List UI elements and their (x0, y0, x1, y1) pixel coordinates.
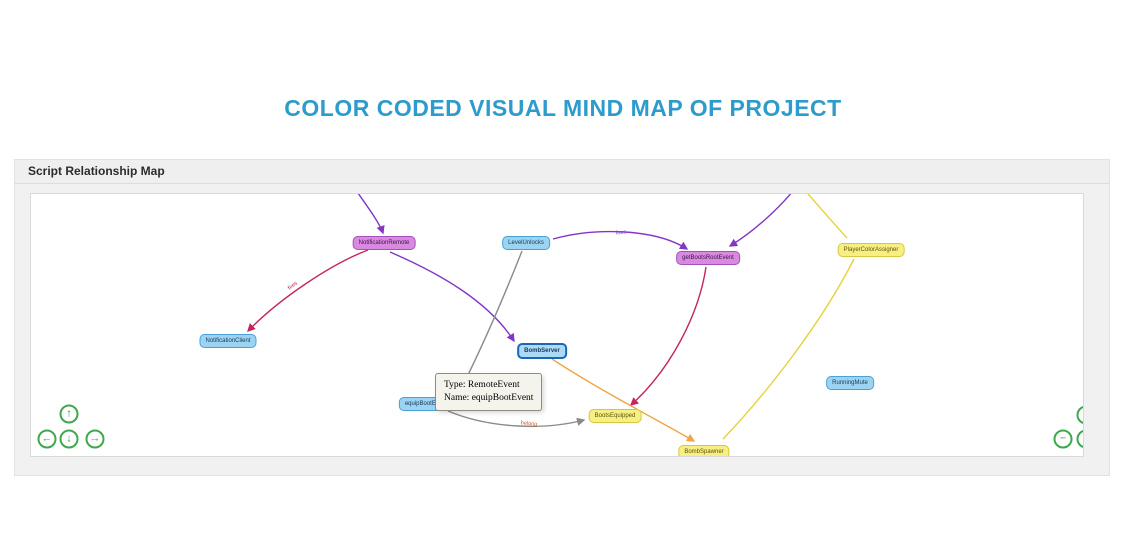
node-notificationremote[interactable]: NotificationRemote (352, 236, 416, 250)
tooltip-type-line: Type: RemoteEvent (444, 380, 520, 390)
script-relationship-panel: Script Relationship Map (14, 159, 1110, 476)
node-bombserver[interactable]: BombServer (517, 343, 567, 359)
node-runningmute[interactable]: RunningMute (826, 376, 874, 390)
node-getbootsrootevent[interactable]: getBootsRootEvent (676, 251, 740, 265)
node-bootsequipped[interactable]: BootsEquipped (588, 409, 642, 423)
edge-playercolorassigner-bombspawner (722, 258, 855, 440)
edge-top-getbootsrootevent (728, 194, 792, 247)
edge-levelunlocks-equipbootevent (462, 250, 523, 387)
edge-notificationremote-notificationclient (247, 249, 369, 333)
pan-left-button[interactable]: ← (37, 429, 57, 449)
edge-equipbootevent-bootsequipped (447, 410, 586, 428)
edge-layer (247, 194, 855, 442)
node-playercolorassigner[interactable]: PlayerColorAssigner (837, 243, 905, 257)
tooltip: Type: RemoteEvent Name: equipBootEvent (435, 373, 543, 411)
pan-down-button[interactable]: ↓ (59, 429, 79, 449)
edge-levelunlocks-getbootsrootevent (552, 230, 689, 250)
panel-title: Script Relationship Map (28, 164, 165, 178)
node-bombspawner[interactable]: BombSpawner (678, 445, 730, 456)
down-arrow-icon: ↓ (66, 432, 72, 445)
up-arrow-icon: ↑ (66, 407, 72, 420)
minus-icon: − (1059, 432, 1067, 445)
left-arrow-icon: ← (41, 432, 53, 445)
edge-top-notificationremote (357, 194, 385, 235)
panel-header: Script Relationship Map (15, 160, 1109, 184)
pan-right-button[interactable]: → (85, 429, 105, 449)
tooltip-name-line: Name: equipBootEvent (444, 393, 534, 403)
edge-getbootsrootevent-bootsequipped (629, 266, 707, 406)
pan-up-button[interactable]: ↑ (59, 404, 79, 424)
mindmap-canvas[interactable]: fires fires belong NotificationRemote Le… (30, 193, 1084, 457)
zoom-out-button[interactable]: − (1053, 429, 1073, 449)
plus-icon: + (1083, 433, 1084, 445)
edge-notificationremote-bombserver (389, 251, 515, 343)
edge-bombserver-bombspawner (551, 358, 696, 442)
edge-top-playercolorassigner (807, 194, 848, 239)
right-arrow-icon: → (89, 432, 101, 445)
page-title: Color Coded Visual Mind Map of Project (284, 95, 842, 121)
node-levelunlocks[interactable]: LevelUnlocks (502, 236, 550, 250)
node-notificationclient[interactable]: NotificationClient (199, 334, 257, 348)
